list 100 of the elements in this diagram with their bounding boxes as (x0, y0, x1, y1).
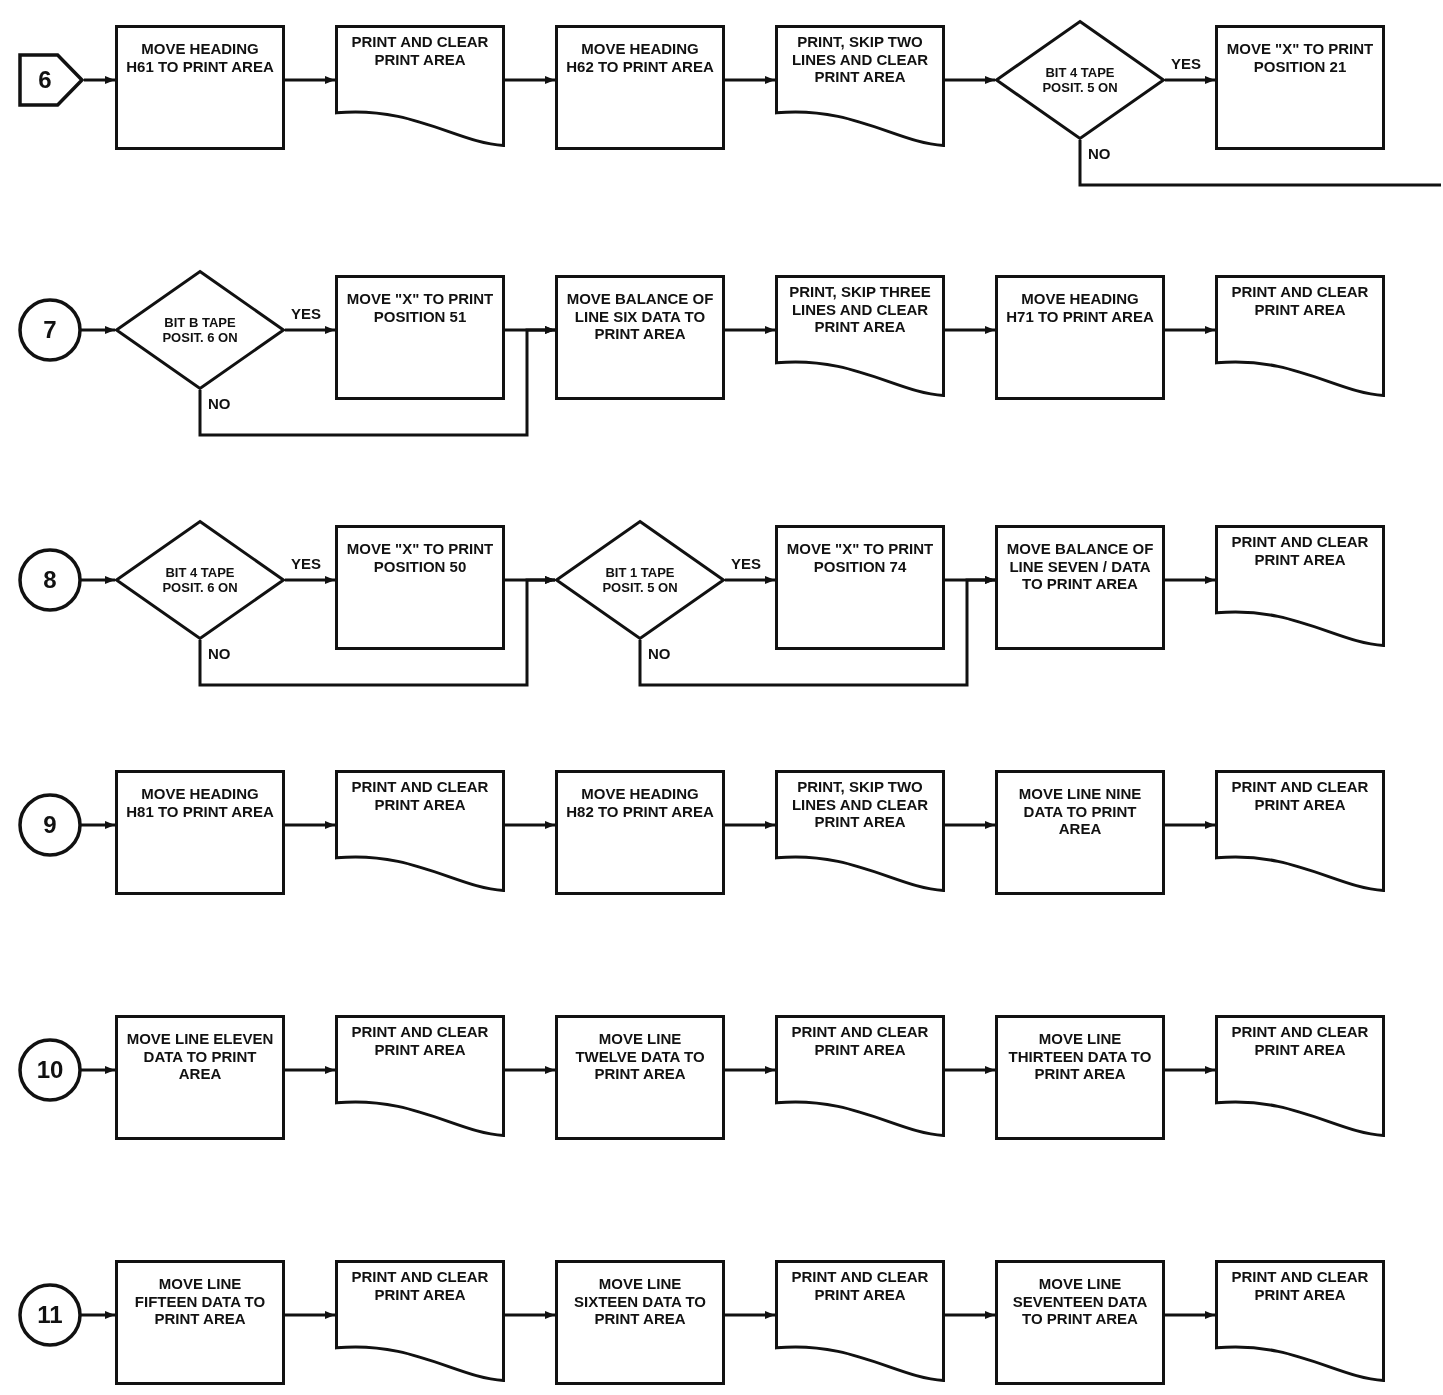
process-box (335, 275, 505, 400)
flow-arrow (505, 576, 555, 584)
process-box (995, 525, 1165, 650)
step-text: MOVE HEADING H61 TO PRINT AREA (125, 39, 275, 76)
document-shape (335, 1015, 505, 1137)
step-text: MOVE HEADING H82 TO PRINT AREA (565, 784, 715, 821)
step-text: PRINT AND CLEAR PRINT AREA (1230, 282, 1370, 319)
step-text: PRINT AND CLEAR PRINT AREA (790, 1022, 930, 1059)
decision-diamond (115, 270, 285, 390)
process-box (115, 1260, 285, 1385)
flow-arrow (285, 326, 335, 334)
connector-number: 6 (37, 65, 53, 95)
step-text: MOVE LINE NINE DATA TO PRINT AREA (1017, 784, 1143, 839)
flow-arrow (725, 1311, 775, 1319)
step-text: PRINT AND CLEAR PRINT AREA (790, 1267, 930, 1304)
step-text: MOVE LINE SEVENTEEN DATA TO PRINT AREA (1011, 1274, 1149, 1329)
flow-arrow (945, 326, 995, 334)
flow-arrow (1165, 576, 1215, 584)
step-text: BIT 4 TAPE POSIT. 6 ON (161, 564, 239, 596)
step-text: PRINT AND CLEAR PRINT AREA (350, 32, 490, 69)
flow-arrow (945, 1311, 995, 1319)
document-shape (775, 275, 945, 397)
process-box (335, 525, 505, 650)
step-text: MOVE LINE TWELVE DATA TO PRINT AREA (574, 1029, 706, 1084)
process-box (995, 275, 1165, 400)
flow-arrow (81, 326, 115, 334)
document-shape (775, 770, 945, 892)
connector-number: 7 (42, 315, 58, 345)
step-text: MOVE LINE THIRTEEN DATA TO PRINT AREA (1007, 1029, 1153, 1084)
document-shape (335, 1260, 505, 1382)
step-text: MOVE "X" TO PRINT POSITION 21 (1225, 39, 1375, 76)
flow-arrow (725, 1066, 775, 1074)
flow-arrow (725, 821, 775, 829)
flow-arrow (945, 821, 995, 829)
flow-arrow (1165, 821, 1215, 829)
decision-diamond (115, 520, 285, 640)
connector-circle (18, 548, 82, 612)
flow-arrow (1165, 1311, 1215, 1319)
step-text: PRINT AND CLEAR PRINT AREA (350, 777, 490, 814)
flow-arrow (1165, 326, 1215, 334)
process-box (555, 275, 725, 400)
step-text: PRINT AND CLEAR PRINT AREA (1230, 777, 1370, 814)
document-shape (335, 25, 505, 147)
flow-arrow (81, 1311, 115, 1319)
flow-arrow (81, 576, 115, 584)
flow-arrow (505, 821, 555, 829)
flow-arrow (945, 576, 995, 584)
flow-arrow (1165, 76, 1215, 84)
flow-arrow (285, 1066, 335, 1074)
process-box (115, 770, 285, 895)
step-text: BIT 4 TAPE POSIT. 5 ON (1041, 64, 1119, 96)
flow-arrow (505, 1066, 555, 1074)
step-text: PRINT, SKIP TWO LINES AND CLEAR PRINT AREA (790, 32, 930, 87)
process-box (115, 1015, 285, 1140)
step-text: MOVE "X" TO PRINT POSITION 74 (785, 539, 935, 576)
process-box (555, 1260, 725, 1385)
step-text: PRINT AND CLEAR PRINT AREA (350, 1267, 490, 1304)
flow-arrow (505, 1311, 555, 1319)
step-text: MOVE LINE SIXTEEN DATA TO PRINT AREA (573, 1274, 707, 1329)
process-box (995, 1015, 1165, 1140)
step-text: PRINT AND CLEAR PRINT AREA (1230, 1267, 1370, 1304)
step-text: MOVE HEADING H62 TO PRINT AREA (565, 39, 715, 76)
document-shape (1215, 275, 1385, 397)
document-shape (1215, 770, 1385, 892)
decision-diamond (555, 520, 725, 640)
step-text: PRINT AND CLEAR PRINT AREA (1230, 532, 1370, 569)
step-text: PRINT, SKIP THREE LINES AND CLEAR PRINT AREA (788, 282, 932, 337)
step-text: MOVE HEADING H71 TO PRINT AREA (1005, 289, 1155, 326)
process-box (995, 770, 1165, 895)
process-box (555, 1015, 725, 1140)
document-shape (335, 770, 505, 892)
connector-circle (18, 793, 82, 857)
process-box (115, 25, 285, 150)
document-shape (1215, 1015, 1385, 1137)
off-page-connector (18, 53, 84, 107)
process-box (555, 770, 725, 895)
document-shape (1215, 1260, 1385, 1382)
connector-number: 11 (36, 1300, 64, 1330)
flow-arrow (84, 76, 115, 84)
process-box (775, 525, 945, 650)
flow-arrow (285, 76, 335, 84)
flow-arrow (1165, 1066, 1215, 1074)
step-text: PRINT AND CLEAR PRINT AREA (350, 1022, 490, 1059)
step-text: MOVE BALANCE OF LINE SEVEN / DATA TO PRINT AREA (1005, 539, 1155, 594)
connector-number: 9 (42, 810, 58, 840)
step-text: MOVE "X" TO PRINT POSITION 50 (345, 539, 495, 576)
connector-number: 8 (42, 565, 58, 595)
document-shape (775, 1260, 945, 1382)
document-shape (775, 1015, 945, 1137)
step-text: MOVE "X" TO PRINT POSITION 51 (345, 289, 495, 326)
step-text: MOVE BALANCE OF LINE SIX DATA TO PRINT AREA (565, 289, 715, 344)
document-shape (775, 25, 945, 147)
flow-arrow (725, 326, 775, 334)
flow-arrow (725, 76, 775, 84)
flow-arrow (81, 821, 115, 829)
flow-arrow (505, 76, 555, 84)
step-text: MOVE LINE FIFTEEN DATA TO PRINT AREA (133, 1274, 267, 1329)
step-text: BIT B TAPE POSIT. 6 ON (161, 314, 239, 346)
step-text: MOVE HEADING H81 TO PRINT AREA (125, 784, 275, 821)
step-text: PRINT AND CLEAR PRINT AREA (1230, 1022, 1370, 1059)
